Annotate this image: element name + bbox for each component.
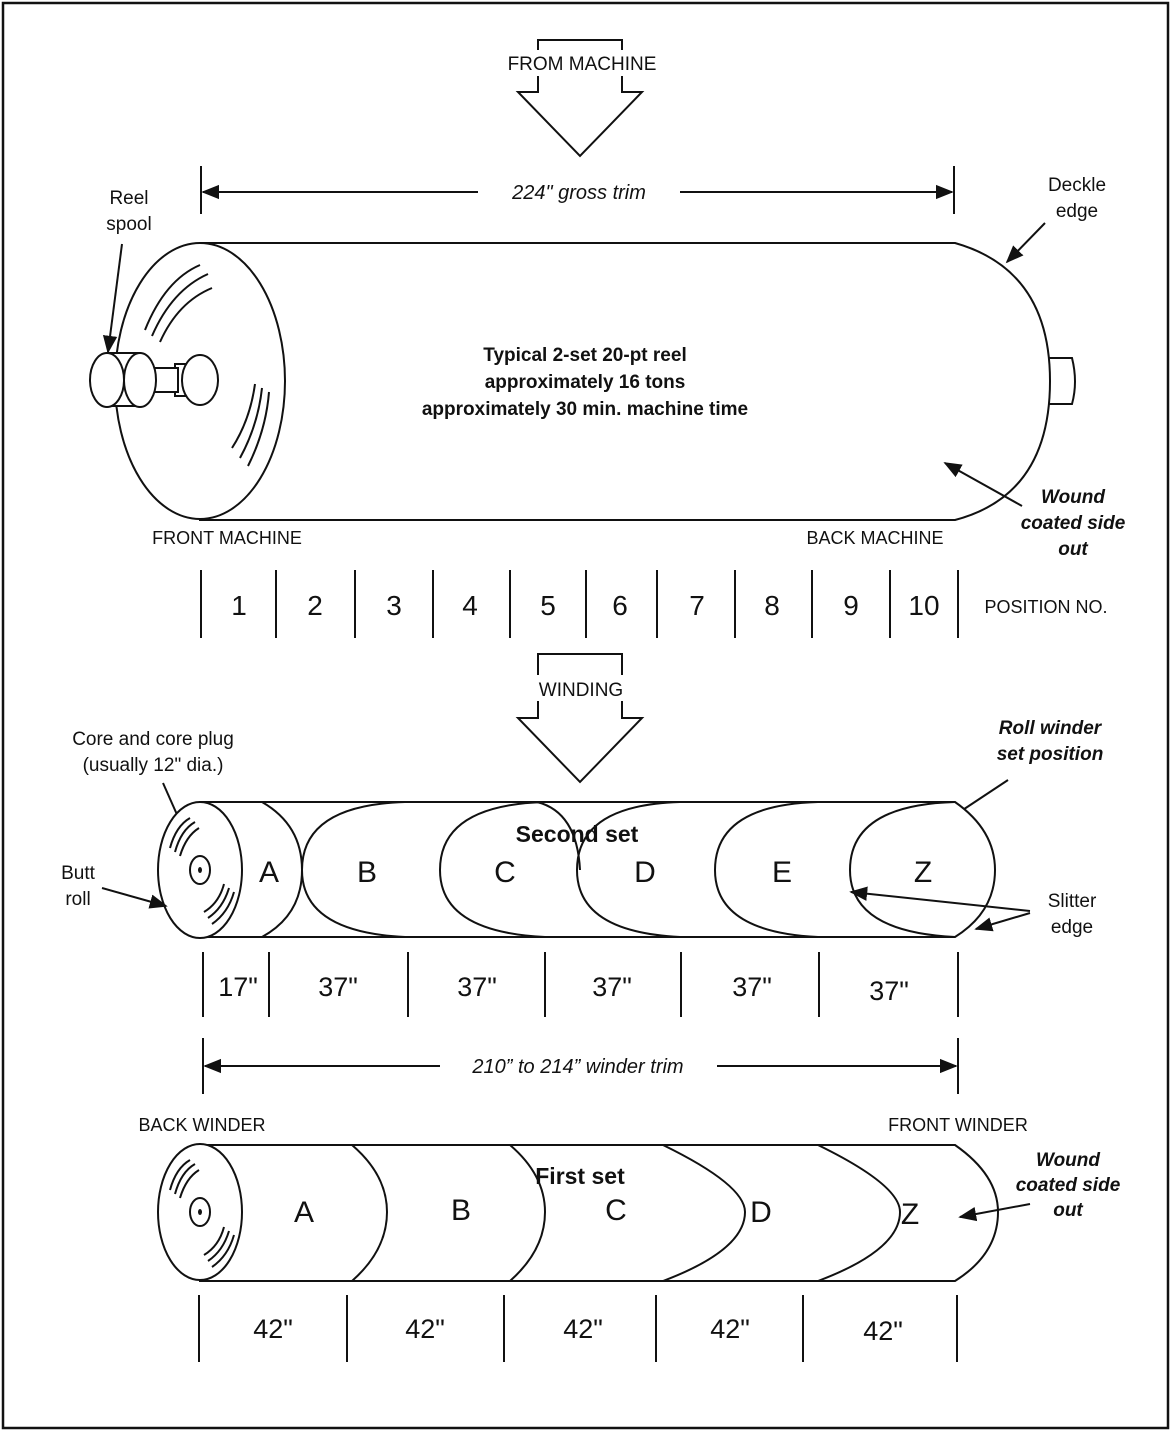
butt-roll-label-line1: Butt (61, 863, 96, 884)
winder-trim-dimension (202, 1038, 959, 1094)
roll-width: 37" (318, 972, 358, 1002)
roll-width: 42" (405, 1314, 445, 1344)
position-number: 3 (386, 590, 402, 621)
slitter-edge-arrow-2 (974, 912, 1031, 932)
machine-reel (89, 242, 1076, 521)
deckle-edge-label-line1: Deckle (1048, 175, 1106, 196)
roll-letter: A (294, 1196, 314, 1229)
position-number: 1 (231, 590, 247, 621)
position-number: 9 (843, 590, 859, 621)
position-number: 6 (612, 590, 628, 621)
wound-bottom-label-line3: out (1053, 1200, 1083, 1221)
deckle-edge-label-line2: edge (1056, 201, 1098, 222)
roll-winder-label-line1: Roll winder (999, 718, 1103, 739)
position-number: 8 (764, 590, 780, 621)
roll-width: 37" (592, 972, 632, 1002)
position-no-label: POSITION NO. (984, 597, 1107, 617)
wound-top-arrow (943, 462, 1023, 507)
roll-letter: Z (901, 1198, 919, 1231)
roll-letter: E (772, 856, 792, 889)
position-number: 2 (307, 590, 323, 621)
wound-bottom-arrow (958, 1203, 1031, 1222)
position-number: 4 (462, 590, 478, 621)
wound-top-label-line3: out (1058, 539, 1088, 560)
slitter-edge-label-line1: Slitter (1048, 891, 1097, 912)
roll-letter: D (750, 1196, 772, 1229)
reel-description-line2: approximately 16 tons (485, 372, 686, 393)
back-winder-label: BACK WINDER (138, 1115, 265, 1135)
slitter-edge-arrow-1 (849, 886, 1031, 912)
roll-letter: C (494, 856, 516, 889)
first-set-dividers (198, 1295, 958, 1362)
reel-description-line3: approximately 30 min. machine time (422, 399, 748, 420)
position-number: 7 (689, 590, 705, 621)
gross-trim-dimension (200, 166, 955, 214)
slitter-edge-label-line2: edge (1051, 917, 1093, 938)
roll-width: 37" (732, 972, 772, 1002)
winder-trim-label: 210” to 214” winder trim (471, 1056, 683, 1078)
wound-top-label-line2: coated side (1021, 513, 1126, 534)
core-label-line1: Core and core plug (72, 729, 234, 750)
position-number: 10 (908, 590, 939, 621)
core-label-line2: (usually 12" dia.) (83, 755, 224, 776)
roll-letter: Z (914, 856, 932, 889)
position-dividers (200, 570, 959, 638)
from-machine-label: FROM MACHINE (508, 54, 657, 75)
roll-letter: B (451, 1194, 471, 1227)
front-machine-label: FRONT MACHINE (152, 528, 302, 548)
roll-width: 42" (863, 1316, 903, 1346)
roll-letter: B (357, 856, 377, 889)
roll-width: 17" (218, 972, 258, 1002)
front-winder-label: FRONT WINDER (888, 1115, 1028, 1135)
winding-arrow (515, 653, 645, 784)
butt-roll-label-line2: roll (65, 889, 90, 910)
reel-spool-label-line2: spool (106, 214, 151, 235)
second-set-dividers (202, 952, 959, 1017)
back-machine-label: BACK MACHINE (806, 528, 943, 548)
gross-trim-label: 224" gross trim (511, 182, 646, 204)
wound-bottom-label-line2: coated side (1016, 1175, 1121, 1196)
butt-roll-arrow (101, 887, 168, 909)
reel-spool-arrow (102, 243, 123, 354)
position-number: 5 (540, 590, 556, 621)
roll-letter: C (605, 1194, 627, 1227)
first-set-roll (157, 1143, 1000, 1282)
second-set-label: Second set (516, 821, 639, 847)
winding-label: WINDING (539, 680, 623, 701)
roll-letter: D (634, 856, 656, 889)
deckle-edge-arrow (1005, 222, 1046, 264)
roll-width: 42" (253, 1314, 293, 1344)
from-machine-arrow (490, 39, 674, 158)
reel-spool-label-line1: Reel (109, 188, 148, 209)
roll-winder-label-line2: set position (997, 744, 1104, 765)
second-set-roll (157, 801, 997, 939)
wound-top-label-line1: Wound (1041, 487, 1105, 508)
roll-width: 37" (869, 976, 909, 1006)
roll-letter: A (259, 856, 279, 889)
roll-width: 37" (457, 972, 497, 1002)
reel-description-line1: Typical 2-set 20-pt reel (483, 345, 686, 366)
wound-bottom-label-line1: Wound (1036, 1150, 1100, 1171)
first-set-label: First set (535, 1163, 625, 1189)
roll-width: 42" (710, 1314, 750, 1344)
roll-width: 42" (563, 1314, 603, 1344)
